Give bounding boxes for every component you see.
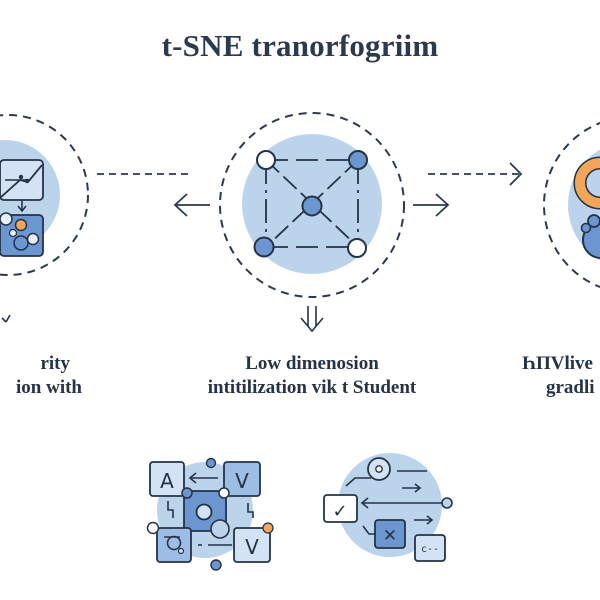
stage-label-low-dim-line2: intitilization vik t Student [207,377,417,398]
stage-gradient [543,121,600,289]
dashed-connector-right [428,162,523,186]
stage-label-gradient-line1: ҺΠVlive [522,353,593,374]
arrow-right-icon [413,193,450,217]
matrix-transform-icon: A V V [146,457,274,571]
letter-a: A [160,469,174,493]
arrow-down-icon [1,314,11,323]
stage-label-gradient-line2: gradli [546,377,595,398]
diagram-title: t-SNE tranorfogriim [161,28,439,63]
node [253,236,275,258]
gradient-ring-icon [573,156,600,259]
stage-label-similarity-line1: rity [40,353,70,374]
check-icon: ✓ [332,501,347,522]
graph-nodes-icon [253,150,368,258]
node [256,150,276,170]
stage-low-dim-init [219,112,405,333]
similarity-graph-icon [0,159,44,257]
node [347,238,367,258]
letter-v-bottom: V [245,535,259,559]
double-arrow-down-icon [300,306,324,333]
node [301,195,323,217]
stage-label-similarity-line2: ion with [16,377,82,398]
console-icon: c-- [421,544,439,555]
stage-similarity [0,114,89,323]
stage-label-low-dim-line1: Low dimenosion [245,353,379,374]
dashed-ring [219,112,405,298]
dashed-ring [0,114,89,276]
arrow-left-icon [173,193,210,217]
letter-v-top: V [235,469,249,493]
node [348,150,368,170]
checklist-flow-icon: ✓ ✕ c-- [323,453,453,562]
cross-icon: ✕ [383,526,397,546]
